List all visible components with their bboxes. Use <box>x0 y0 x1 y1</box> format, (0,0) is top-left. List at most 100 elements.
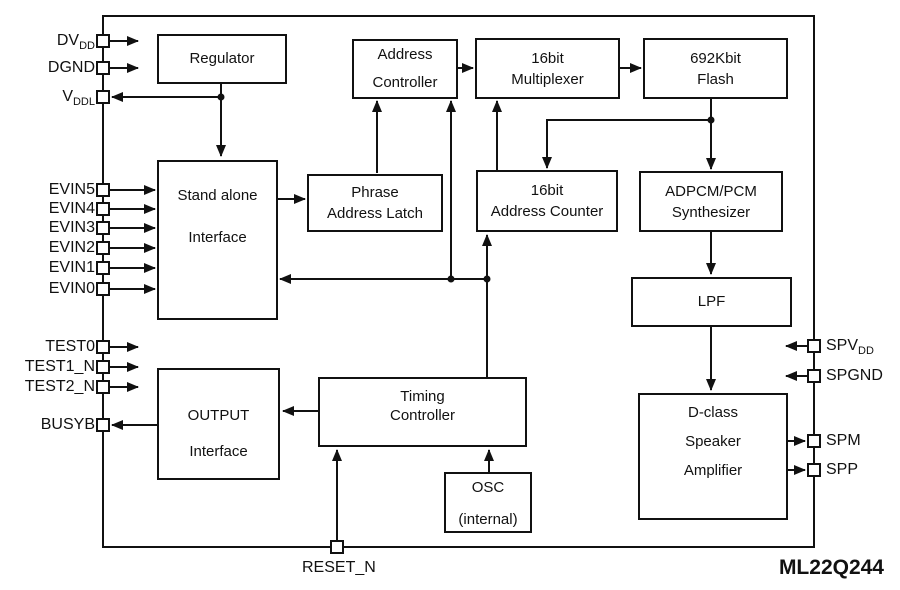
block-label: D-class <box>687 404 738 421</box>
pin-text: EVIN3 <box>48 219 95 236</box>
block-label: (internal) <box>458 511 518 528</box>
pin-text: DV <box>56 32 80 49</box>
block-label: Synthesizer <box>671 203 751 221</box>
block-regulator: Regulator <box>157 34 287 84</box>
block-label: Address Latch <box>327 205 423 222</box>
block-16bit-multiplexer: 16bit Multiplexer <box>475 38 620 99</box>
block-lpf: LPF <box>631 277 792 327</box>
block-label: ADPCM/PCM <box>665 182 757 200</box>
block-phrase-address-latch: Phrase Address Latch <box>307 174 443 232</box>
junction-flash <box>707 116 715 124</box>
pin-label-spgnd: SPGND <box>826 365 900 387</box>
pin-label-evin4: EVIN4 <box>0 198 95 220</box>
pin-label-evin1: EVIN1 <box>0 257 95 279</box>
pin-evin0 <box>96 282 110 296</box>
junction-timing-left <box>447 275 455 283</box>
pin-text: EVIN4 <box>48 200 95 217</box>
pin-text: EVIN2 <box>48 239 95 256</box>
block-address-controller: Address Controller <box>352 39 458 99</box>
pin-text: EVIN1 <box>48 259 95 276</box>
pin-vddl <box>96 90 110 104</box>
pin-text: SPV <box>826 337 859 354</box>
pin-label-resetn: RESET_N <box>302 557 422 579</box>
pin-subscript: DDL <box>72 96 95 109</box>
pin-label-test2n: TEST2_N <box>0 376 95 398</box>
block-d-class-speaker-amplifier: D-class Speaker Amplifier <box>638 393 788 520</box>
pin-busyb <box>96 418 110 432</box>
block-16bit-address-counter: 16bit Address Counter <box>476 170 618 232</box>
pin-text: BUSYB <box>40 416 95 433</box>
pin-evin1 <box>96 261 110 275</box>
pin-resetn <box>330 540 344 554</box>
block-label: Interface <box>189 443 248 460</box>
pin-evin3 <box>96 221 110 235</box>
pin-label-test0: TEST0 <box>0 336 95 358</box>
block-timing-controller: Timing Controller <box>318 377 527 447</box>
pin-label-evin5: EVIN5 <box>0 179 95 201</box>
block-adpcm-pcm-synthesizer: ADPCM/PCM Synthesizer <box>639 171 783 232</box>
pin-squares <box>96 34 821 554</box>
chip-boundary <box>102 15 815 548</box>
junction-regulator <box>217 93 225 101</box>
block-label: Multiplexer <box>511 70 584 88</box>
block-label: 16bit <box>530 182 564 199</box>
pin-spgnd <box>807 369 821 383</box>
block-label: 16bit <box>531 49 564 67</box>
pin-text: RESET_N <box>302 559 376 576</box>
pin-label-evin0: EVIN0 <box>0 278 95 300</box>
block-label: Regulator <box>189 50 255 67</box>
pin-label-evin2: EVIN2 <box>0 237 95 259</box>
block-label: Stand alone <box>177 187 258 204</box>
pin-text: V <box>62 88 73 105</box>
pin-subscript: DD <box>858 345 874 358</box>
pin-evin4 <box>96 202 110 216</box>
block-label: Address Counter <box>490 203 604 220</box>
pin-text: SPGND <box>826 367 883 384</box>
pin-dvdd <box>96 34 110 48</box>
pin-label-test1n: TEST1_N <box>0 356 95 378</box>
chip-part-number: ML22Q244 <box>778 556 884 579</box>
pin-text: TEST0 <box>45 338 95 355</box>
pin-text: DGND <box>47 59 95 76</box>
pin-label-evin3: EVIN3 <box>0 217 95 239</box>
pin-label-dvdd: DVDD <box>0 30 95 52</box>
block-label: Flash <box>697 70 734 88</box>
pin-text: SPM <box>826 432 861 449</box>
pin-spp <box>807 463 821 477</box>
pin-test0 <box>96 340 110 354</box>
pin-evin2 <box>96 241 110 255</box>
pin-label-spp: SPP <box>826 459 900 481</box>
block-label: Phrase <box>351 184 399 201</box>
pin-text: TEST1_N <box>24 358 95 375</box>
pin-label-dgnd: DGND <box>0 57 95 79</box>
block-label: Timing <box>400 388 445 405</box>
pin-test2n <box>96 380 110 394</box>
junction-dots <box>217 93 715 283</box>
pin-label-vddl: VDDL <box>0 86 95 108</box>
pin-text: EVIN0 <box>48 280 95 297</box>
block-label: OSC <box>471 479 505 496</box>
block-label: Amplifier <box>683 462 743 479</box>
block-label: Controller <box>389 407 456 424</box>
block-label: Address <box>377 46 433 63</box>
block-output-interface: OUTPUT Interface <box>157 368 280 480</box>
block-label: 692Kbit <box>690 49 741 67</box>
pin-test1n <box>96 360 110 374</box>
block-label: Interface <box>188 229 247 246</box>
block-label: Controller <box>372 74 438 91</box>
pin-label-spm: SPM <box>826 430 900 452</box>
pin-subscript: DD <box>79 40 95 53</box>
block-stand-alone-interface: Stand alone Interface <box>157 160 278 320</box>
pin-spvdd <box>807 339 821 353</box>
wire-flash-to-counter <box>542 119 711 169</box>
pin-dgnd <box>96 61 110 75</box>
block-osc-internal: OSC (internal) <box>444 472 532 533</box>
pin-label-busyb: BUSYB <box>0 414 95 436</box>
pin-evin5 <box>96 183 110 197</box>
block-label: LPF <box>697 293 726 310</box>
pin-spm <box>807 434 821 448</box>
junction-timing-right <box>483 275 491 283</box>
block-label: Speaker <box>685 433 741 450</box>
